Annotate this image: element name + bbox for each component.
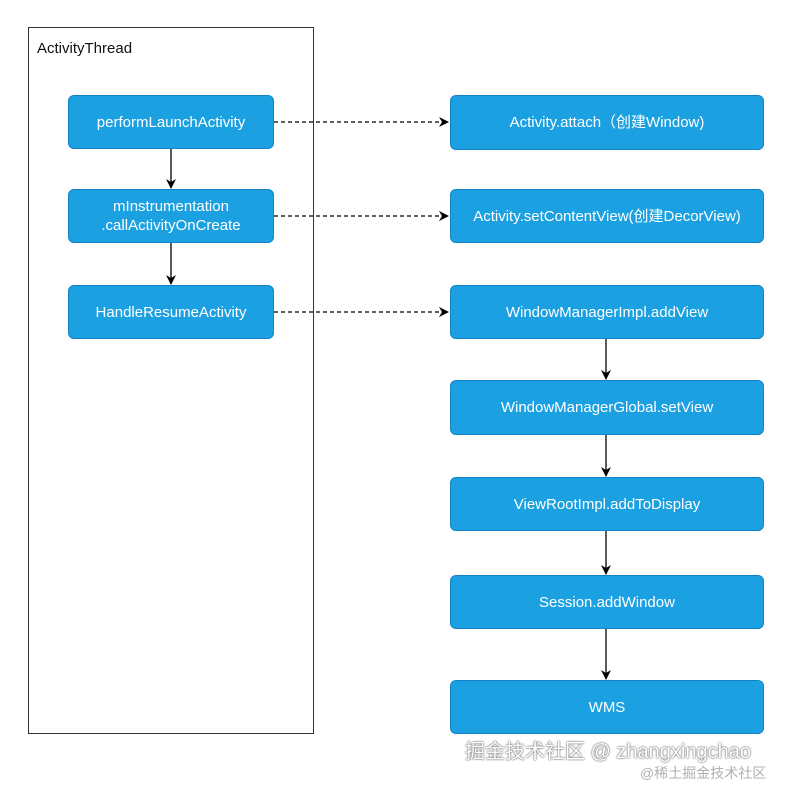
node-view-root-impl-add-to-display: ViewRootImpl.addToDisplay (450, 477, 764, 531)
node-label: WindowManagerGlobal.setView (500, 399, 714, 416)
node-call-activity-on-create: mInstrumentation .callActivityOnCreate (68, 189, 274, 243)
node-label-line1: mInstrumentation (113, 198, 229, 215)
node-label: WMS (588, 698, 626, 716)
node-label-line2: .callActivityOnCreate (101, 217, 241, 234)
node-label: Session.addWindow (539, 593, 675, 611)
node-label: ViewRootImpl.addToDisplay (513, 495, 701, 513)
node-handle-resume-activity: HandleResumeActivity (68, 285, 274, 339)
node-activity-set-content-view: Activity.setContentView(创建DecorView) (450, 189, 764, 243)
node-window-manager-impl-add-view: WindowManagerImpl.addView (450, 285, 764, 339)
watermark-sub: @稀土掘金技术社区 (640, 765, 767, 781)
node-activity-attach: Activity.attach（创建Window) (450, 95, 764, 150)
node-label: WindowManagerImpl.addView (505, 303, 709, 321)
node-session-add-window: Session.addWindow (450, 575, 764, 629)
container-title: ActivityThread (37, 40, 133, 57)
watermark-main: 掘金技术社区 @ zhangxingchao (465, 741, 751, 763)
node-label: HandleResumeActivity (95, 303, 247, 321)
node-label: Activity.attach（创建Window) (509, 114, 705, 131)
node-window-manager-global-set-view: WindowManagerGlobal.setView (450, 380, 764, 435)
node-label: performLaunchActivity (96, 113, 246, 131)
node-wms: WMS (450, 680, 764, 734)
node-perform-launch-activity: performLaunchActivity (68, 95, 274, 149)
node-label: Activity.setContentView(创建DecorView) (473, 207, 741, 225)
